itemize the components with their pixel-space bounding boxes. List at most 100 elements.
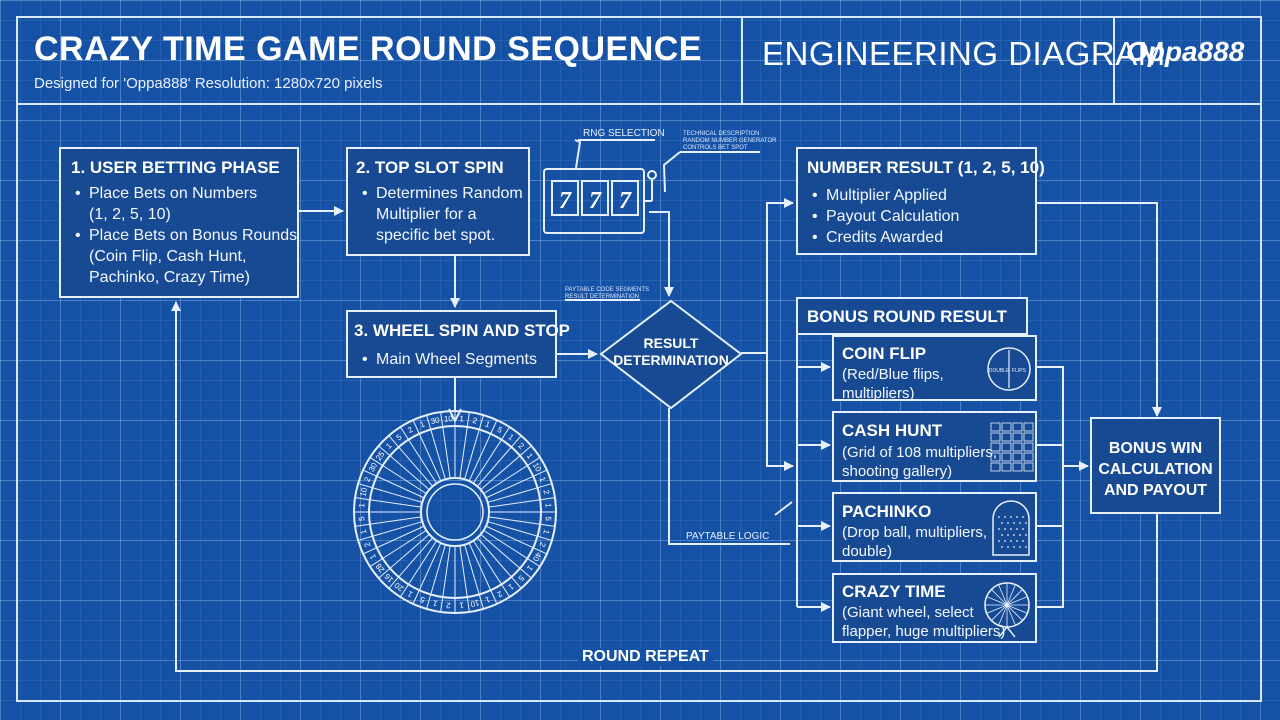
number-result-title: NUMBER RESULT (1, 2, 5, 10): [807, 158, 1045, 177]
ct-wheel-spoke: [1006, 589, 1023, 606]
pachinko-box: PACHINKO (Drop ball, multipliers, double…: [832, 492, 1037, 562]
ct-wheel-spoke: [1006, 604, 1023, 621]
wheel-spoke: [485, 469, 548, 499]
wheel-spoke: [426, 414, 446, 480]
pachinko-peg: [1001, 522, 1003, 524]
list-item: (Coin Flip, Cash Hunt,: [89, 248, 247, 265]
wheel-spoke: [480, 445, 532, 491]
pachinko-peg: [998, 528, 1000, 530]
wheel-segment-label: 1: [431, 598, 438, 608]
wheel-spoke: [487, 521, 553, 541]
grid-cell: [990, 442, 1001, 452]
wheel-spoke: [412, 419, 442, 482]
wheel-segment-label: 30: [430, 415, 441, 426]
wheel-spoke: [488, 516, 556, 527]
crazy-time-box: CRAZY TIME (Giant wheel, select flapper,…: [832, 573, 1037, 643]
rng-selection-label: RNG SELECTION: [583, 128, 665, 139]
wheel-segment-label: 1: [538, 476, 548, 484]
wheel-spoke: [357, 483, 423, 503]
top-slot-bullets: •Determines Random Multiplier for a spec…: [362, 183, 532, 246]
wheel-segment-label: 10: [444, 414, 454, 424]
pachinko-peg: [1010, 516, 1012, 518]
arrow-rng-to-result: [649, 211, 674, 297]
grid-cell: [1023, 452, 1034, 462]
rng-leader: [574, 139, 582, 169]
wheel-spoke: [464, 544, 484, 610]
cash-hunt-title: CASH HUNT: [842, 421, 943, 440]
ct-wheel-spoke: [991, 589, 1008, 606]
grid-cell: [990, 432, 1001, 442]
collector-right: [1037, 366, 1064, 608]
list-item: (1, 2, 5, 10): [89, 206, 171, 223]
wheel-spin-box: 3. WHEEL SPIN AND STOP •Main Wheel Segme…: [346, 310, 570, 378]
grid-cell: [1001, 452, 1012, 462]
list-item: Multiplier for a: [376, 206, 477, 223]
crazy-time-desc: (Giant wheel, select flapper, huge multi…: [842, 604, 1006, 640]
wheel-segment-label: 10: [358, 486, 369, 497]
bonus-round-result-title: BONUS ROUND RESULT: [807, 307, 1007, 326]
wheel-spoke: [369, 456, 427, 495]
pachinko-peg: [1013, 534, 1015, 536]
wheel-spoke: [399, 426, 438, 484]
round-repeat-loop: [171, 301, 1158, 672]
cash-hunt-desc: (Grid of 108 multipliers, shooting galle…: [842, 444, 998, 480]
wheel-segment-label: 2: [541, 489, 551, 496]
grid-cell: [1012, 462, 1023, 472]
ct-wheel-spoke: [986, 604, 1008, 614]
pachinko-peg: [998, 516, 1000, 518]
cash-hunt-grid-icon: [990, 422, 1034, 472]
grid-cell: [1023, 442, 1034, 452]
ct-wheel-spoke: [1006, 584, 1016, 606]
coin-flip-desc: (Red/Blue flips, multipliers): [842, 366, 944, 402]
grid-cell: [1012, 442, 1023, 452]
wheel-segment-label: 5: [496, 425, 505, 435]
list-item: specific bet spot.: [376, 227, 496, 244]
wheel-segment-label: 1: [483, 595, 491, 605]
wheel-spoke: [354, 516, 422, 527]
grid-cell: [1023, 432, 1034, 442]
wheel-spoke: [412, 542, 442, 605]
wheel-segment-label: 10: [531, 461, 543, 474]
header-divider: [16, 103, 1262, 105]
wheel-spoke: [468, 419, 498, 482]
wheel-spoke: [440, 545, 451, 613]
pachinko-peg: [1022, 528, 1024, 530]
wheel-segment-label: 5: [395, 432, 404, 442]
wheel-spoke: [480, 533, 532, 579]
betting-title: 1. USER BETTING PHASE: [71, 158, 280, 177]
wheel-segment-label: 1: [406, 589, 415, 599]
pachinko-peg: [1010, 540, 1012, 542]
ct-wheel-spoke: [998, 584, 1008, 606]
wheel-segment-label: 2: [363, 475, 373, 483]
cash-hunt-box: CASH HUNT (Grid of 108 multipliers, shoo…: [832, 411, 1037, 482]
pachinko-title: PACHINKO: [842, 502, 932, 521]
grid-cell: [990, 462, 1001, 472]
paytable-logic-label: PAYTABLE LOGIC: [686, 531, 770, 542]
ct-wheel-spoke: [1006, 604, 1028, 614]
wheel-spin-bullets: •Main Wheel Segments: [362, 349, 537, 370]
pachinko-peg: [1016, 528, 1018, 530]
paytable-tick: [774, 501, 793, 516]
pachinko-board-icon: [992, 500, 1030, 556]
list-item: •Multiplier Applied: [812, 187, 947, 204]
wheel-spoke: [378, 533, 430, 579]
pachinko-peg: [1007, 546, 1009, 548]
wheel-spoke: [426, 544, 446, 610]
wheel-segment-label: 5: [543, 516, 552, 522]
top-slot-title: 2. TOP SLOT SPIN: [356, 158, 504, 177]
wheel-spoke: [488, 497, 556, 508]
pachinko-peg: [1013, 522, 1015, 524]
wheel-segment-label: 1: [484, 420, 492, 430]
ct-wheel-spoke: [1006, 604, 1016, 626]
paytable-fine-text: PAYTABLE CODE SEGMENTS RESULT DETERMINAT…: [565, 287, 650, 300]
slot-reel-1: 7: [559, 188, 572, 214]
wheel-segment-label: 10: [469, 598, 480, 609]
wheel-spoke: [468, 542, 498, 605]
crazy-time-wheel-icon: [984, 582, 1030, 638]
paytable-leader: [668, 408, 790, 545]
wheel-segment-label: 2: [362, 540, 372, 548]
pachinko-peg: [1019, 546, 1021, 548]
coin-face-right: FLIPS: [1012, 368, 1027, 374]
